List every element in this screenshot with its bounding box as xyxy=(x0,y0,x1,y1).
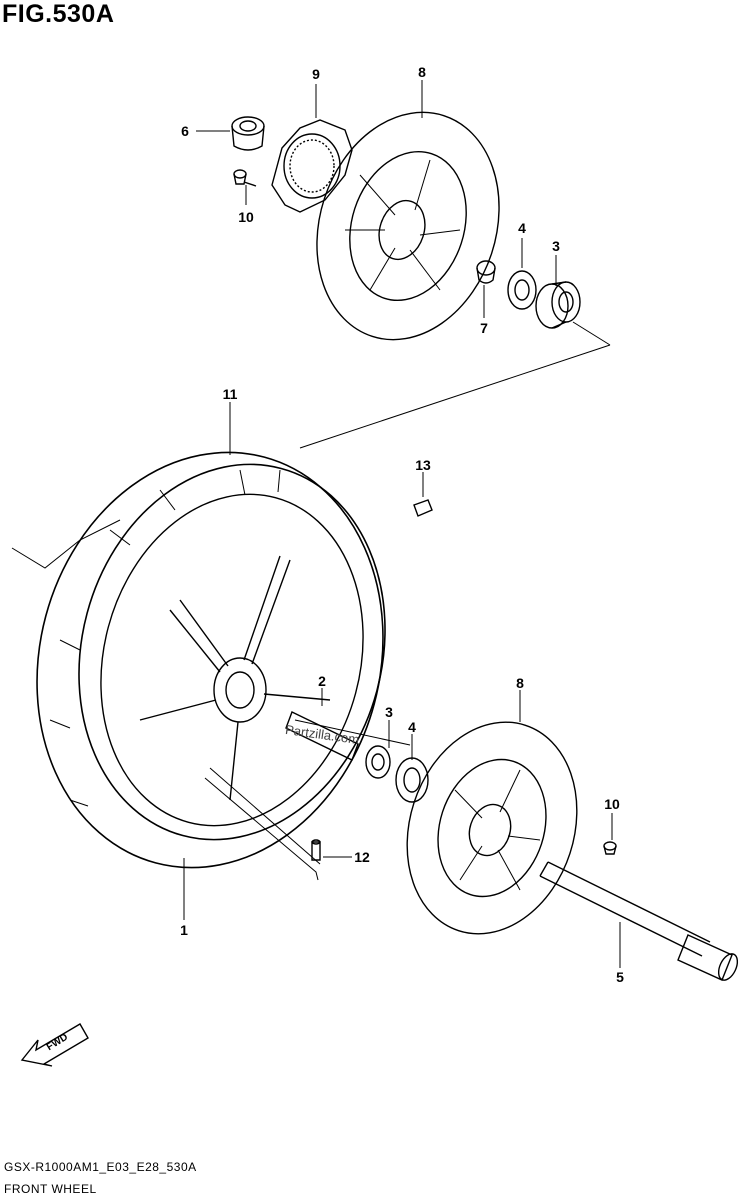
callout-part-13: 13 xyxy=(415,457,431,473)
callout-part-8-bottom: 8 xyxy=(516,675,524,691)
axis-lines xyxy=(11,321,611,746)
callout-part-5: 5 xyxy=(616,969,624,985)
part-12-valve xyxy=(311,839,321,861)
callout-part-2: 2 xyxy=(318,673,326,689)
part-5-axle xyxy=(539,861,739,981)
callout-part-3-top: 3 xyxy=(552,238,560,254)
callout-part-9: 9 xyxy=(312,66,320,82)
part-11-tire xyxy=(36,451,386,869)
callout-part-4-top: 4 xyxy=(518,220,526,236)
part-2-spacer xyxy=(285,711,359,761)
part-4-oil-seal-top xyxy=(507,270,537,310)
part-10-bolt-top xyxy=(233,169,257,187)
part-10-bolt-bottom xyxy=(603,841,617,855)
leader-lines xyxy=(183,80,621,968)
part-7-collar xyxy=(476,260,496,284)
callout-part-10-top: 10 xyxy=(238,209,254,225)
callout-part-10-bottom: 10 xyxy=(604,796,620,812)
callout-part-12: 12 xyxy=(354,849,370,865)
part-13-balance-weight xyxy=(413,499,433,517)
callout-part-6: 6 xyxy=(181,123,189,139)
fwd-arrow-icon xyxy=(20,1023,89,1067)
callout-part-11: 11 xyxy=(222,386,238,402)
callout-part-4-bottom: 4 xyxy=(408,719,416,735)
callout-part-7: 7 xyxy=(480,320,488,336)
diagram-name: FRONT WHEEL xyxy=(4,1182,97,1196)
part-3-bearing-bottom xyxy=(365,745,391,779)
part-6-nut xyxy=(231,116,265,151)
figure-title: FIG.530A xyxy=(2,0,115,28)
part-3-bearing-top xyxy=(535,281,581,329)
part-1-wheel xyxy=(100,493,364,827)
part-4-oil-seal-bottom xyxy=(395,757,429,803)
callout-part-3-bottom: 3 xyxy=(385,704,393,720)
callout-part-1: 1 xyxy=(180,922,188,938)
part-8-brake-disc-bottom xyxy=(406,721,578,935)
diagram-code: GSX-R1000AM1_E03_E28_530A xyxy=(4,1160,197,1174)
callout-part-8-top: 8 xyxy=(418,64,426,80)
part-8-brake-disc-top xyxy=(316,111,500,341)
